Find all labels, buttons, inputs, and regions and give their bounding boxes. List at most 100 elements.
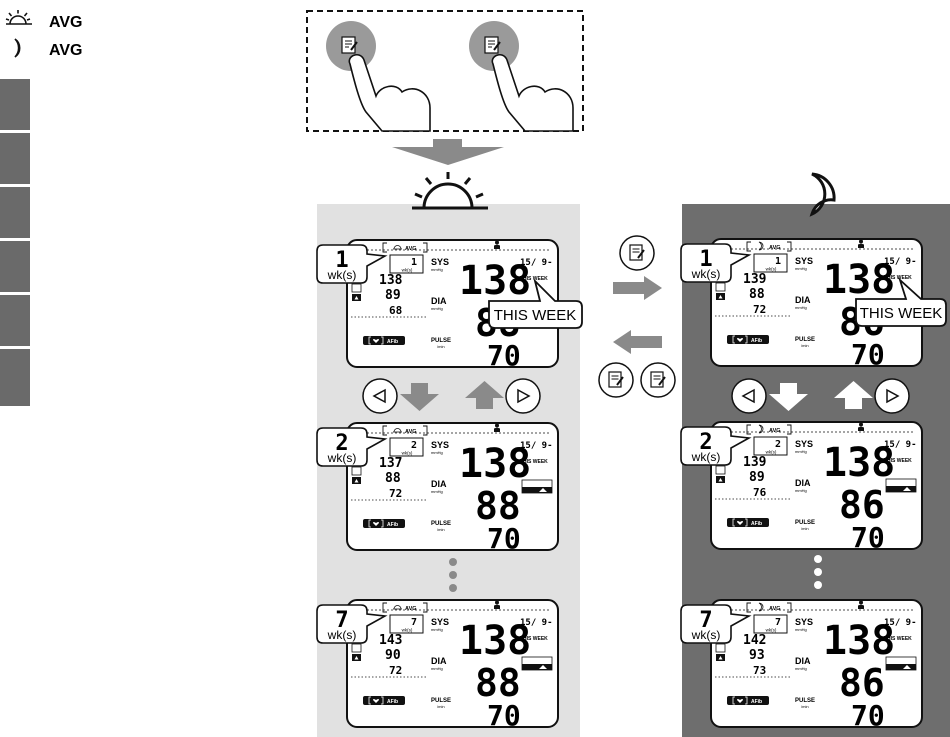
week-callout-unit: wk(s)	[327, 268, 357, 282]
week-callout-unit: wk(s)	[691, 628, 721, 642]
prev-button[interactable]	[731, 378, 767, 414]
dia-unit: mmHg	[795, 666, 807, 671]
afib-label: AFib	[751, 521, 762, 527]
lcd-panels: AVG1wk(s)1388968SYSmmHgDIAmmHgPULSE/min1…	[316, 238, 923, 732]
lcd-avg-label: AVG	[405, 429, 417, 435]
week-box-unit: wk(s)	[766, 628, 777, 633]
sys-label: SYS	[795, 617, 813, 627]
afib-label: AFib	[387, 339, 398, 345]
week-box-number: 2	[775, 439, 781, 450]
sys-label: SYS	[431, 440, 449, 450]
week-callout-number: 7	[335, 608, 348, 633]
week-callout: 1wk(s)	[316, 244, 388, 284]
sys-unit: mmHg	[795, 627, 807, 632]
morning-nav-row	[362, 378, 541, 414]
bracket	[423, 242, 428, 253]
afib-label: AFib	[751, 338, 762, 344]
bracket	[787, 602, 792, 613]
date-value: 15/ 9-	[884, 618, 917, 628]
legend: AVG AVG	[5, 10, 82, 59]
pulse-unit: /min	[437, 704, 445, 709]
user-icon	[858, 600, 864, 609]
morning-indicator	[715, 282, 726, 292]
sys-value: 138	[459, 618, 531, 664]
this-week-callout-morning: THIS WEEK	[488, 278, 583, 329]
right-triangle-icon	[886, 388, 900, 404]
dia-label: DIA	[795, 295, 811, 305]
sys-unit: mmHg	[431, 267, 443, 272]
sys-value: 138	[459, 258, 531, 304]
sys-label: SYS	[795, 439, 813, 449]
sys-unit: mmHg	[431, 627, 443, 632]
week-box	[389, 614, 424, 634]
date-value: 15/ 9-	[520, 441, 553, 451]
memo-button-icon	[629, 244, 645, 261]
week-callout-number: 1	[699, 247, 712, 272]
week-box-number: 7	[775, 617, 781, 628]
this-week-label: THIS WEEK	[884, 458, 912, 464]
bracket	[423, 602, 428, 613]
afib-label: AFib	[387, 522, 398, 528]
afib-badge: AFib	[363, 336, 405, 345]
history-value: 88	[385, 471, 401, 486]
sys-unit: mmHg	[431, 450, 443, 455]
week-box	[753, 253, 788, 273]
memo-button-icon	[608, 371, 624, 388]
next-button[interactable]	[874, 378, 910, 414]
date-value: 15/ 9-	[884, 257, 917, 267]
morning-indicator	[351, 283, 362, 293]
pulse-unit: /min	[801, 526, 809, 531]
pulse-label: PULSE	[431, 698, 451, 704]
week-callout-unit: wk(s)	[691, 450, 721, 464]
dia-unit: mmHg	[431, 489, 443, 494]
memo-button-icon	[650, 371, 666, 388]
user-icon	[494, 240, 500, 249]
this-week-callout-evening: THIS WEEK	[855, 277, 947, 327]
down-arrow	[400, 383, 439, 411]
sunrise-icon	[393, 428, 402, 433]
pulse-unit: /min	[801, 704, 809, 709]
history-value: 68	[389, 304, 402, 317]
memo-button[interactable]	[640, 362, 676, 398]
bracket	[746, 424, 751, 435]
week-callout-number: 1	[335, 248, 348, 273]
moon-icon	[758, 424, 764, 434]
lcd-avg-label: AVG	[769, 606, 781, 612]
week-box-unit: wk(s)	[402, 451, 413, 456]
pulse-value: 70	[851, 521, 885, 554]
bracket	[382, 602, 387, 613]
left-arrow	[613, 330, 662, 354]
morning-indicator	[351, 466, 362, 476]
memo-button[interactable]	[619, 235, 655, 271]
morning-ellipsis	[449, 558, 457, 592]
memo-button[interactable]	[598, 362, 634, 398]
sys-unit: mmHg	[795, 449, 807, 454]
this-week-label: THIS WEEK	[884, 636, 912, 642]
pulse-unit: /min	[801, 343, 809, 348]
lcd-avg-label: AVG	[769, 428, 781, 434]
week-box-number: 1	[411, 257, 417, 268]
prev-button[interactable]	[362, 378, 398, 414]
history-value: 90	[385, 648, 401, 663]
lcd-avg-label: AVG	[405, 606, 417, 612]
down-arrow	[769, 383, 808, 411]
moon-icon	[758, 602, 764, 612]
next-button[interactable]	[505, 378, 541, 414]
sys-label: SYS	[795, 256, 813, 266]
left-triangle-icon	[741, 388, 755, 404]
sidebar-tab	[0, 187, 30, 238]
legend-evening-label: AVG	[49, 42, 82, 59]
date-value: 15/ 9-	[884, 440, 917, 450]
left-triangle-icon	[372, 388, 386, 404]
pulse-value: 70	[851, 699, 885, 732]
press-button-left	[326, 21, 431, 132]
dia-unit: mmHg	[795, 488, 807, 493]
moon-icon	[758, 241, 764, 251]
dia-unit: mmHg	[431, 666, 443, 671]
history-value: 143	[379, 633, 402, 648]
week-box-unit: wk(s)	[766, 267, 777, 272]
legend-morning-label: AVG	[49, 14, 82, 31]
pulse-unit: /min	[437, 527, 445, 532]
transition-controls	[598, 235, 676, 398]
dia-label: DIA	[795, 656, 811, 666]
